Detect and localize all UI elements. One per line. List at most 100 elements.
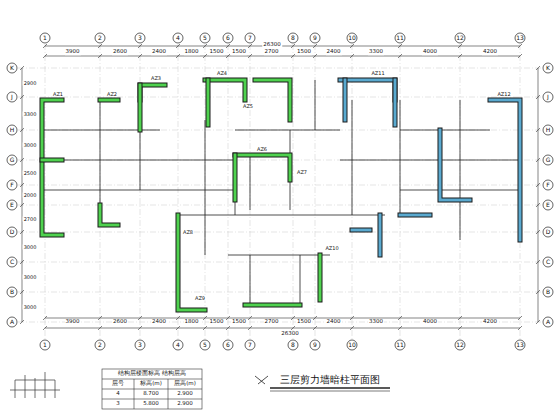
axis-number: 9	[312, 35, 318, 41]
dimension: 2700	[23, 216, 38, 221]
dimension: 1500	[296, 319, 312, 325]
axis-letter: K	[9, 65, 15, 71]
table-cell: 4	[115, 391, 121, 397]
axis-letter: H	[545, 127, 552, 133]
wall-tag: AZ6	[256, 147, 268, 152]
dimension: 26300	[262, 42, 282, 48]
dimension: 4000	[422, 49, 438, 55]
axis-letter: E	[9, 202, 15, 208]
axis-letter: J	[546, 94, 550, 100]
axis-number: 8	[290, 342, 296, 348]
axis-number: 10	[347, 35, 357, 41]
axis-bubbles	[7, 33, 553, 350]
axis-number: 9	[312, 342, 318, 348]
dimension: 1500	[231, 319, 247, 325]
dimension: 26300	[280, 331, 300, 337]
dimension: 3300	[368, 49, 384, 55]
axis-number: 1	[42, 342, 48, 348]
dimension: 2400	[151, 319, 167, 325]
dimension: 4200	[482, 49, 498, 55]
shear-wall-green	[42, 80, 320, 310]
dimension: 2400	[151, 49, 167, 55]
axis-number: 6	[225, 35, 231, 41]
dimension: 3000	[23, 305, 38, 310]
axis-number: 2	[97, 35, 103, 41]
dimension: 2600	[112, 49, 128, 55]
axis-number: 8	[290, 35, 296, 41]
table-cell: 3	[115, 401, 121, 407]
dimension: 2400	[326, 319, 342, 325]
axis-number: 13	[515, 35, 525, 41]
dimension: 2700	[264, 49, 280, 55]
table-cell: 层号	[111, 381, 125, 387]
axis-letter: G	[9, 157, 16, 163]
axis-letter: C	[545, 259, 551, 265]
wall-tag: AZ11	[370, 71, 385, 76]
drawing-title: 三层剪力墙暗柱平面图	[278, 373, 382, 387]
wall-tag: AZ12	[496, 92, 511, 97]
dimension: 1500	[209, 49, 225, 55]
axis-number: 11	[395, 342, 405, 348]
table-cell: 标高(m)	[139, 381, 163, 387]
beam-lines	[42, 80, 520, 305]
axis-number: 12	[455, 35, 465, 41]
wall-tag: AZ8	[182, 230, 194, 235]
axis-letter: A	[9, 319, 15, 325]
dimension: 3000	[23, 245, 38, 250]
axis-number: 3	[137, 342, 143, 348]
axis-letter: G	[545, 157, 552, 163]
wall-tag: AZ3	[150, 76, 162, 81]
wall-tag: AZ2	[106, 92, 118, 97]
axis-number: 10	[347, 342, 357, 348]
dimension: 4200	[482, 319, 498, 325]
dimension: 3300	[368, 319, 384, 325]
table-cell: 8.700	[142, 391, 160, 397]
axis-number: 2	[97, 342, 103, 348]
table-cell: 2.900	[176, 401, 194, 407]
dimension: 3900	[65, 49, 81, 55]
dimension: 1500	[231, 49, 247, 55]
table-cell: 5.800	[142, 401, 160, 407]
dimension: 2500	[23, 170, 38, 175]
dimension: 2900	[23, 80, 38, 85]
dimension: 2400	[326, 49, 342, 55]
dimension: 3000	[23, 275, 38, 280]
axis-number: 11	[395, 35, 405, 41]
axis-grid	[18, 44, 542, 340]
axis-number: 5	[202, 35, 208, 41]
axis-letter: D	[9, 229, 16, 235]
dimension: 2700	[264, 319, 280, 325]
wall-tag: AZ5	[242, 104, 254, 109]
table-cell: 结构层楼面标高 结构层高	[117, 371, 187, 377]
axis-number: 1	[42, 35, 48, 41]
axis-number: 4	[175, 35, 181, 41]
axis-number: 7	[247, 342, 253, 348]
axis-letter: F	[9, 182, 14, 188]
axis-number: 6	[225, 342, 231, 348]
axis-letter: C	[9, 259, 15, 265]
dimension-lines	[20, 44, 540, 330]
wall-tag: AZ4	[216, 71, 228, 76]
wall-tag: AZ1	[52, 92, 64, 97]
dimension: 3900	[65, 319, 81, 325]
axis-number: 12	[455, 342, 465, 348]
axis-number: 4	[175, 342, 181, 348]
axis-letter: D	[545, 229, 552, 235]
axis-number: 7	[247, 35, 253, 41]
wall-tag: AZ9	[194, 296, 206, 301]
axis-number: 3	[137, 35, 143, 41]
dimension: 2000	[23, 193, 38, 198]
section-symbol	[10, 372, 60, 398]
dimension: 1500	[209, 319, 225, 325]
dimension: 1800	[184, 319, 200, 325]
axis-number: 13	[515, 342, 525, 348]
dimension: 1800	[184, 49, 200, 55]
shear-wall-blue	[340, 80, 520, 255]
wall-tag: AZ7	[296, 170, 308, 175]
dimension: 3000	[23, 143, 38, 148]
axis-letter: B	[545, 289, 551, 295]
dimension: 3300	[23, 111, 38, 116]
axis-letter: J	[10, 94, 14, 100]
axis-letter: H	[9, 127, 16, 133]
